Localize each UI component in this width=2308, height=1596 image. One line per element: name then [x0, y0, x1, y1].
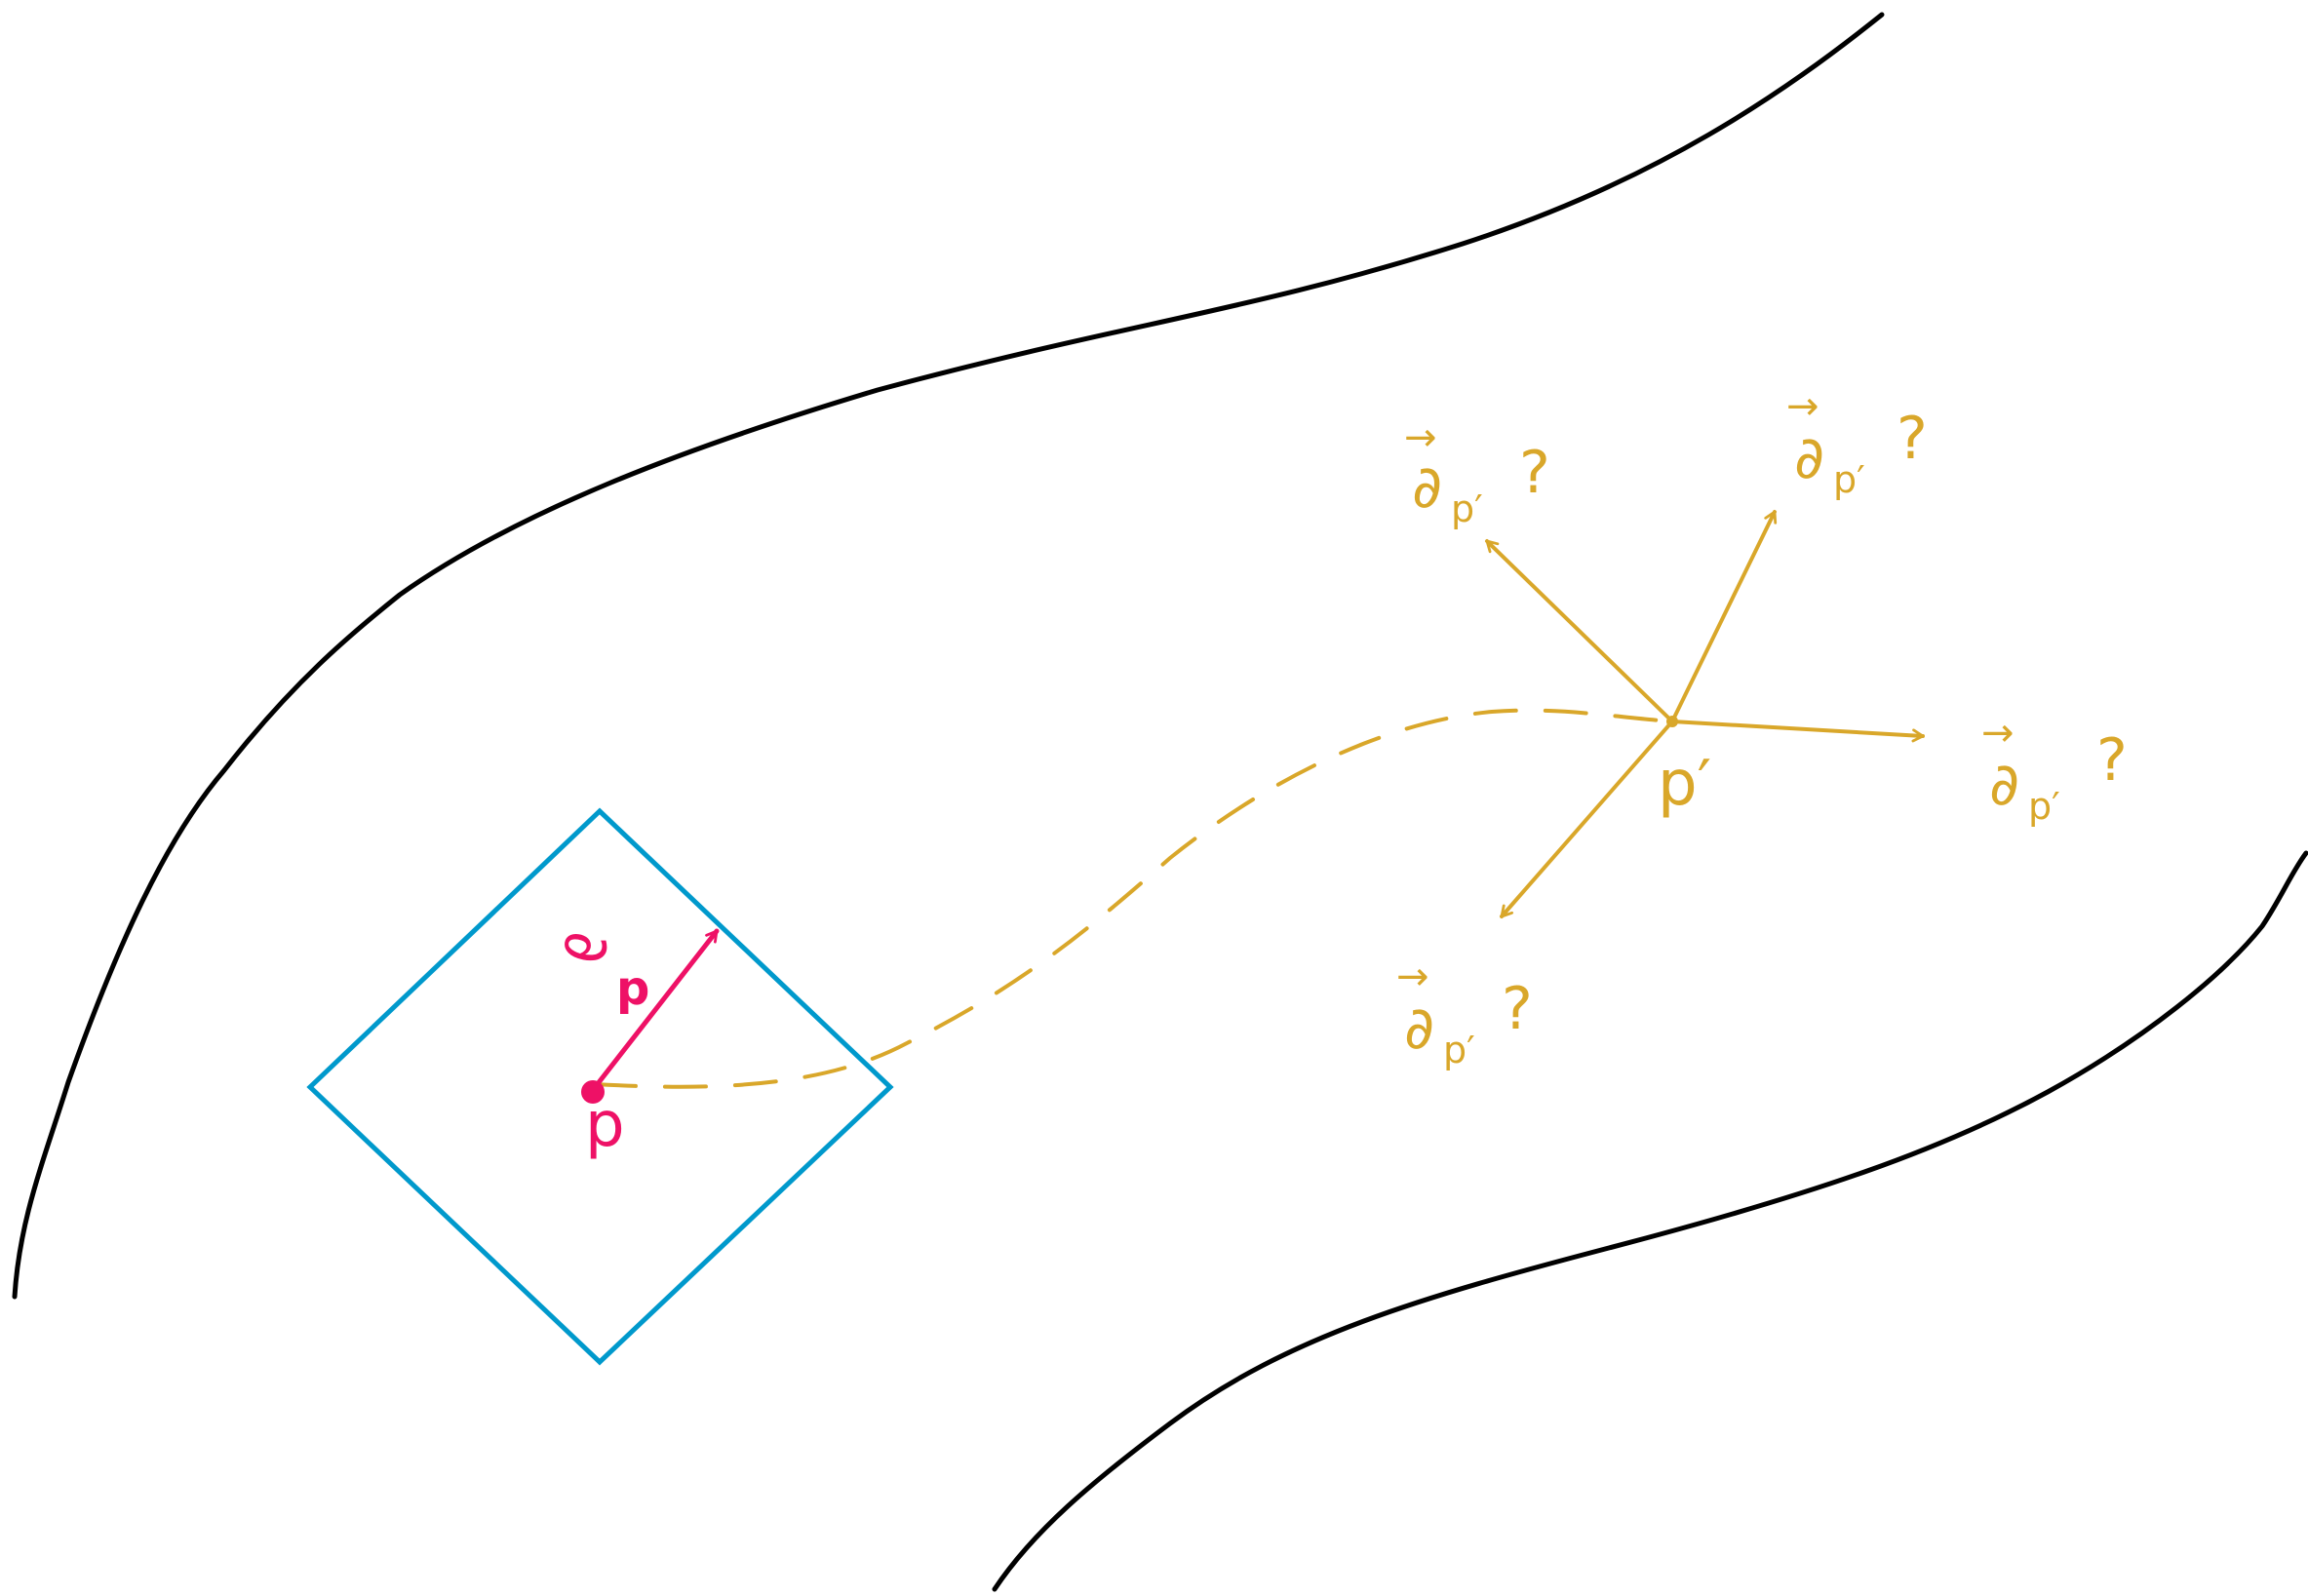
candidate-label-lower-left: → ∂ p′ ?	[1396, 954, 1533, 1071]
candidate-label-upper-left-base: ∂	[1412, 453, 1442, 522]
tangent-square	[306, 807, 894, 1366]
candidate-label-upper-right-arrow: →	[1786, 384, 1819, 429]
candidate-label-upper-right-base: ∂	[1794, 424, 1824, 492]
candidate-label-upper-right-sub: p′	[1833, 458, 1865, 501]
tangent-vector-p	[590, 928, 720, 1093]
candidate-vector-upper-right	[1670, 510, 1778, 723]
manifold-boundary-lower	[992, 850, 2308, 1592]
vector-p-label-base: ∂	[550, 931, 622, 963]
point-p-prime-label: p′	[1658, 748, 1711, 820]
candidate-label-right-arrow: →	[1981, 711, 2015, 756]
candidate-label-right-sub: p′	[2028, 785, 2060, 828]
candidate-label-upper-left-arrow: →	[1404, 415, 1437, 460]
candidate-vector-upper-left	[1485, 539, 1674, 723]
candidate-label-right-question: ?	[2096, 726, 2128, 795]
candidate-label-upper-left-sub: p′	[1451, 487, 1483, 530]
vector-p-label-sub: p	[616, 961, 649, 1016]
candidate-label-upper-left-question: ?	[1519, 439, 1550, 507]
candidate-label-right: → ∂ p′ ?	[1981, 711, 2128, 828]
candidate-label-upper-right-question: ?	[1897, 405, 1928, 473]
manifold-boundary-upper	[12, 12, 1885, 1300]
point-p-label: p	[585, 1089, 625, 1161]
transport-path	[593, 708, 1674, 1089]
candidate-label-upper-left: → ∂ p′ ?	[1404, 415, 1550, 530]
point-p	[581, 1080, 605, 1104]
candidate-vector-lower-left	[1500, 720, 1674, 918]
vector-p-label: ∂ p	[550, 931, 649, 1016]
candidate-label-lower-left-base: ∂	[1404, 994, 1434, 1063]
candidate-label-lower-left-arrow: →	[1396, 954, 1429, 999]
candidate-label-right-base: ∂	[1989, 751, 2019, 819]
candidate-label-upper-right: → ∂ p′ ?	[1786, 384, 1928, 501]
candidate-label-lower-left-sub: p′	[1443, 1029, 1475, 1071]
candidate-label-lower-left-question: ?	[1502, 975, 1533, 1043]
candidate-vector-right	[1670, 720, 1925, 743]
